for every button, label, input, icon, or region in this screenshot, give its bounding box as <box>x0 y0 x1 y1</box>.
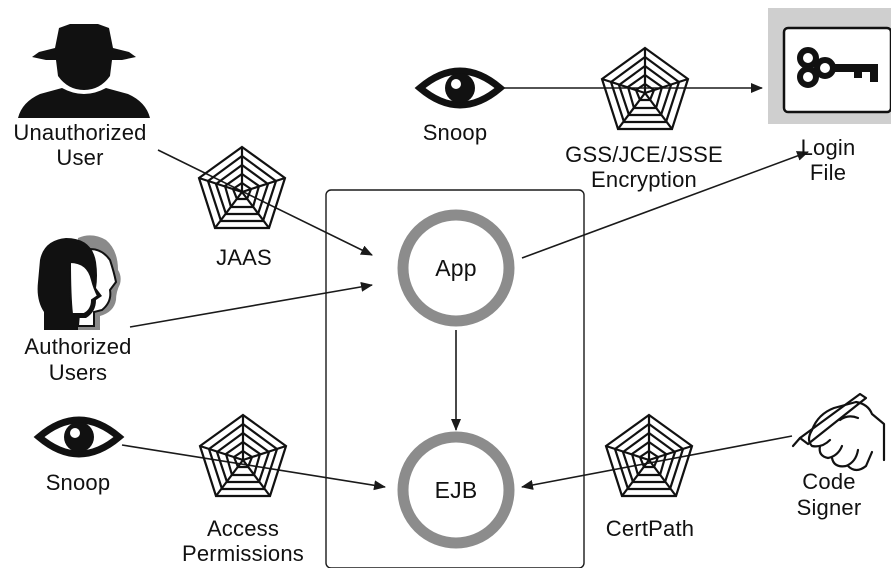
authorized-users-label-line2: Users <box>49 360 107 385</box>
gss-label-line1: GSS/JCE/JSSE <box>565 142 723 167</box>
hand-with-pen-icon <box>791 392 886 472</box>
login-file-icon <box>768 8 891 124</box>
login-file-label-line1: Login <box>801 135 856 160</box>
certpath-web-icon <box>604 413 694 498</box>
access-permissions-web-icon <box>198 413 288 498</box>
unauthorized-user-label-line1: Unauthorized <box>13 120 146 145</box>
arrow-snoop-to-ejb <box>121 444 386 491</box>
arrow-unauthorized-to-app <box>157 149 373 256</box>
login-file-label-line2: File <box>810 160 846 185</box>
arrow-authorized-to-app <box>129 281 373 328</box>
code-signer-label-line2: Signer <box>797 495 862 520</box>
app-label: App <box>435 255 477 281</box>
ejb-node: EJB <box>397 431 515 549</box>
certpath-label: CertPath <box>606 516 694 541</box>
arrow-app-to-login-file <box>521 151 809 259</box>
eye-icon <box>420 71 500 105</box>
eye-icon <box>39 420 119 454</box>
jaas-web-icon <box>197 145 287 230</box>
gss-label-line2: Encryption <box>591 167 697 192</box>
jaas-label: JAAS <box>216 245 272 270</box>
code-signer-label-line1: Code <box>802 469 855 494</box>
access-permissions-label-line2: Permissions <box>182 541 304 566</box>
ejb-label: EJB <box>435 477 478 503</box>
unauthorized-user-label-line2: User <box>56 145 103 170</box>
access-permissions-label-line1: Access <box>207 516 279 541</box>
two-heads-icon <box>37 235 121 330</box>
snoop-top-label: Snoop <box>423 120 488 145</box>
app-node: App <box>397 209 515 327</box>
snoop-bottom-label: Snoop <box>46 470 111 495</box>
container-box <box>325 189 585 568</box>
spy-silhouette-icon <box>18 24 150 118</box>
authorized-users-label-line1: Authorized <box>24 334 131 359</box>
